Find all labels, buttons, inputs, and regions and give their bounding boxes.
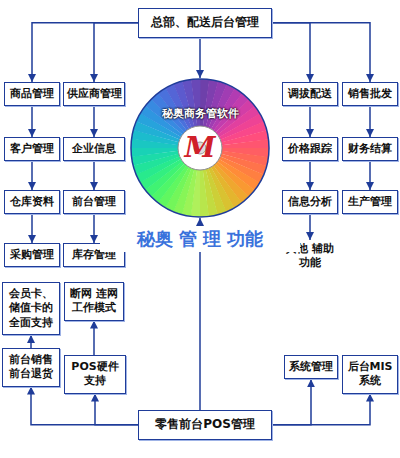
function-box: 后台MIS系统 xyxy=(342,355,398,394)
node-text: 零售前台POS管理 xyxy=(141,417,269,433)
node-text: 前台管理 xyxy=(65,195,123,209)
connector-arrow xyxy=(272,394,370,425)
label-text: 秘奥 管 理 功能 xyxy=(133,228,268,249)
connector-arrow xyxy=(93,214,95,243)
node-text: 供应商管理 xyxy=(65,87,123,101)
node-text: 秘奥商务管软件 xyxy=(130,106,270,121)
node-text: 采购管理 xyxy=(6,248,58,262)
function-box: 仓库资料 xyxy=(4,190,60,214)
connector-arrow xyxy=(199,38,201,78)
function-box: 客户管理 xyxy=(4,137,60,161)
function-box: 调拔配送 xyxy=(282,82,338,106)
node-text: 总部、配送后台管理 xyxy=(141,15,269,31)
node-text: 客户管理 xyxy=(6,142,58,156)
label-text: M xyxy=(185,131,216,164)
connector-arrow xyxy=(93,161,95,190)
function-box: 企业信息 xyxy=(63,137,125,161)
node-text: POS硬件支持 xyxy=(66,360,124,389)
connector-arrow xyxy=(93,106,95,137)
connector-arrow xyxy=(309,161,311,190)
connector-arrow xyxy=(309,106,311,137)
node-text: 后台MIS系统 xyxy=(344,360,396,389)
function-box: 前台销售 前台退货 xyxy=(2,348,60,387)
banner-text: 秘奥 管 理 功能 xyxy=(100,226,300,252)
function-box: 财务结算 xyxy=(342,137,398,161)
logo-letter: M xyxy=(180,128,220,168)
function-box: 断网 连网工作模式 xyxy=(64,282,124,321)
node-text: 生产管理 xyxy=(344,195,396,209)
disc-sector xyxy=(131,148,178,157)
node-text: 会员卡、储值卡的全面支持 xyxy=(4,287,58,330)
hub-box: 零售前台POS管理 xyxy=(138,410,272,440)
connector-arrow xyxy=(93,321,95,355)
node-text: 调拔配送 xyxy=(284,87,336,101)
function-box: 前台管理 xyxy=(63,190,125,214)
node-text: 信息分析 xyxy=(284,195,336,209)
connector-arrow xyxy=(32,23,138,82)
connector-arrow xyxy=(272,23,310,82)
connector-arrow xyxy=(272,23,370,82)
connector-arrow xyxy=(94,23,138,82)
connector-arrow xyxy=(272,379,311,425)
node-text: 企业信息 xyxy=(65,142,123,156)
function-box: 信息分析 xyxy=(282,190,338,214)
connector-arrow xyxy=(309,214,311,240)
hub-box: 总部、配送后台管理 xyxy=(138,8,272,38)
connector-arrow xyxy=(369,106,371,137)
disc-sector xyxy=(200,170,209,217)
connector-arrow xyxy=(95,394,138,425)
function-box: 生产管理 xyxy=(342,190,398,214)
node-text: 仓库资料 xyxy=(6,195,58,209)
node-text: 商品管理 xyxy=(6,87,58,101)
function-box: 销售批发 xyxy=(342,82,398,106)
connector-arrow xyxy=(31,106,33,137)
disc-center xyxy=(178,126,222,170)
node-text: 前台销售 前台退货 xyxy=(4,353,58,382)
connector-arrow xyxy=(31,214,33,243)
function-box: 价格跟踪 xyxy=(282,137,338,161)
disc-sector xyxy=(222,139,269,148)
connector-arrow xyxy=(30,335,32,348)
disc-rim xyxy=(131,79,269,217)
node-text: 断网 连网工作模式 xyxy=(66,287,122,316)
function-box: 会员卡、储值卡的全面支持 xyxy=(2,282,60,335)
function-box: 系统管理 xyxy=(284,355,338,379)
connector-arrow xyxy=(369,161,371,190)
function-box: 采购管理 xyxy=(4,243,60,267)
node-text: 销售批发 xyxy=(344,87,396,101)
function-box: 商品管理 xyxy=(4,82,60,106)
function-box: 供应商管理 xyxy=(63,82,125,106)
connector-arrow xyxy=(31,161,33,190)
function-box: POS硬件支持 xyxy=(64,355,126,394)
node-text: 价格跟踪 xyxy=(284,142,336,156)
node-text: 财务结算 xyxy=(344,142,396,156)
node-text: 系统管理 xyxy=(286,360,336,374)
